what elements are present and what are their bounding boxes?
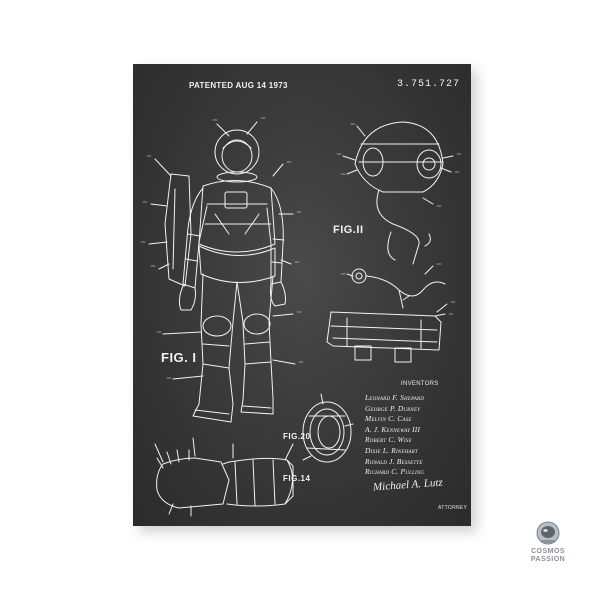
patent-drawing [140, 117, 462, 517]
glove-figure [154, 437, 294, 517]
patent-poster: PATENTED AUG 14 1973 3.751.727 FIG. I FI… [133, 64, 471, 526]
attorney-label: ATTORNEY [438, 505, 468, 511]
inventor-name: Melvin C. Case [365, 414, 412, 424]
logo-line-1: COSMOS [530, 548, 566, 555]
inventor-name: George P. Durney [365, 403, 421, 413]
fig-14-label: FIG.14 [283, 474, 311, 483]
inventor-name: Ronald J. Bessette [365, 456, 423, 466]
fig-1-label: FIG. I [161, 350, 197, 365]
inventors-heading: INVENTORS [401, 381, 439, 387]
inventor-name: Richard C. Pulling [365, 467, 425, 477]
astronaut-figure [148, 121, 296, 423]
inventor-name: Dixie L. Rinehart [365, 445, 418, 455]
inventor-name: Leonard F. Shepard [365, 393, 425, 402]
wrist-ring-figure [302, 393, 354, 463]
patent-number: 3.751.727 [397, 79, 461, 90]
inventors-list: Leonard F. Shepard George P. Durney Melv… [365, 393, 424, 478]
patent-date: PATENTED AUG 14 1973 [189, 81, 288, 90]
astronaut-helmet-icon [536, 521, 560, 545]
inventor-name: Robert C. Wise [365, 435, 412, 445]
fig-11-label: FIG.II [333, 224, 364, 236]
logo-line-2: PASSION [530, 556, 566, 563]
fig-20-label: FIG.20 [283, 432, 311, 441]
comm-cap-figure [326, 121, 454, 363]
inventor-name: A. J. Kenneway III [365, 424, 421, 434]
cosmos-passion-logo: COSMOS PASSION [518, 520, 578, 576]
